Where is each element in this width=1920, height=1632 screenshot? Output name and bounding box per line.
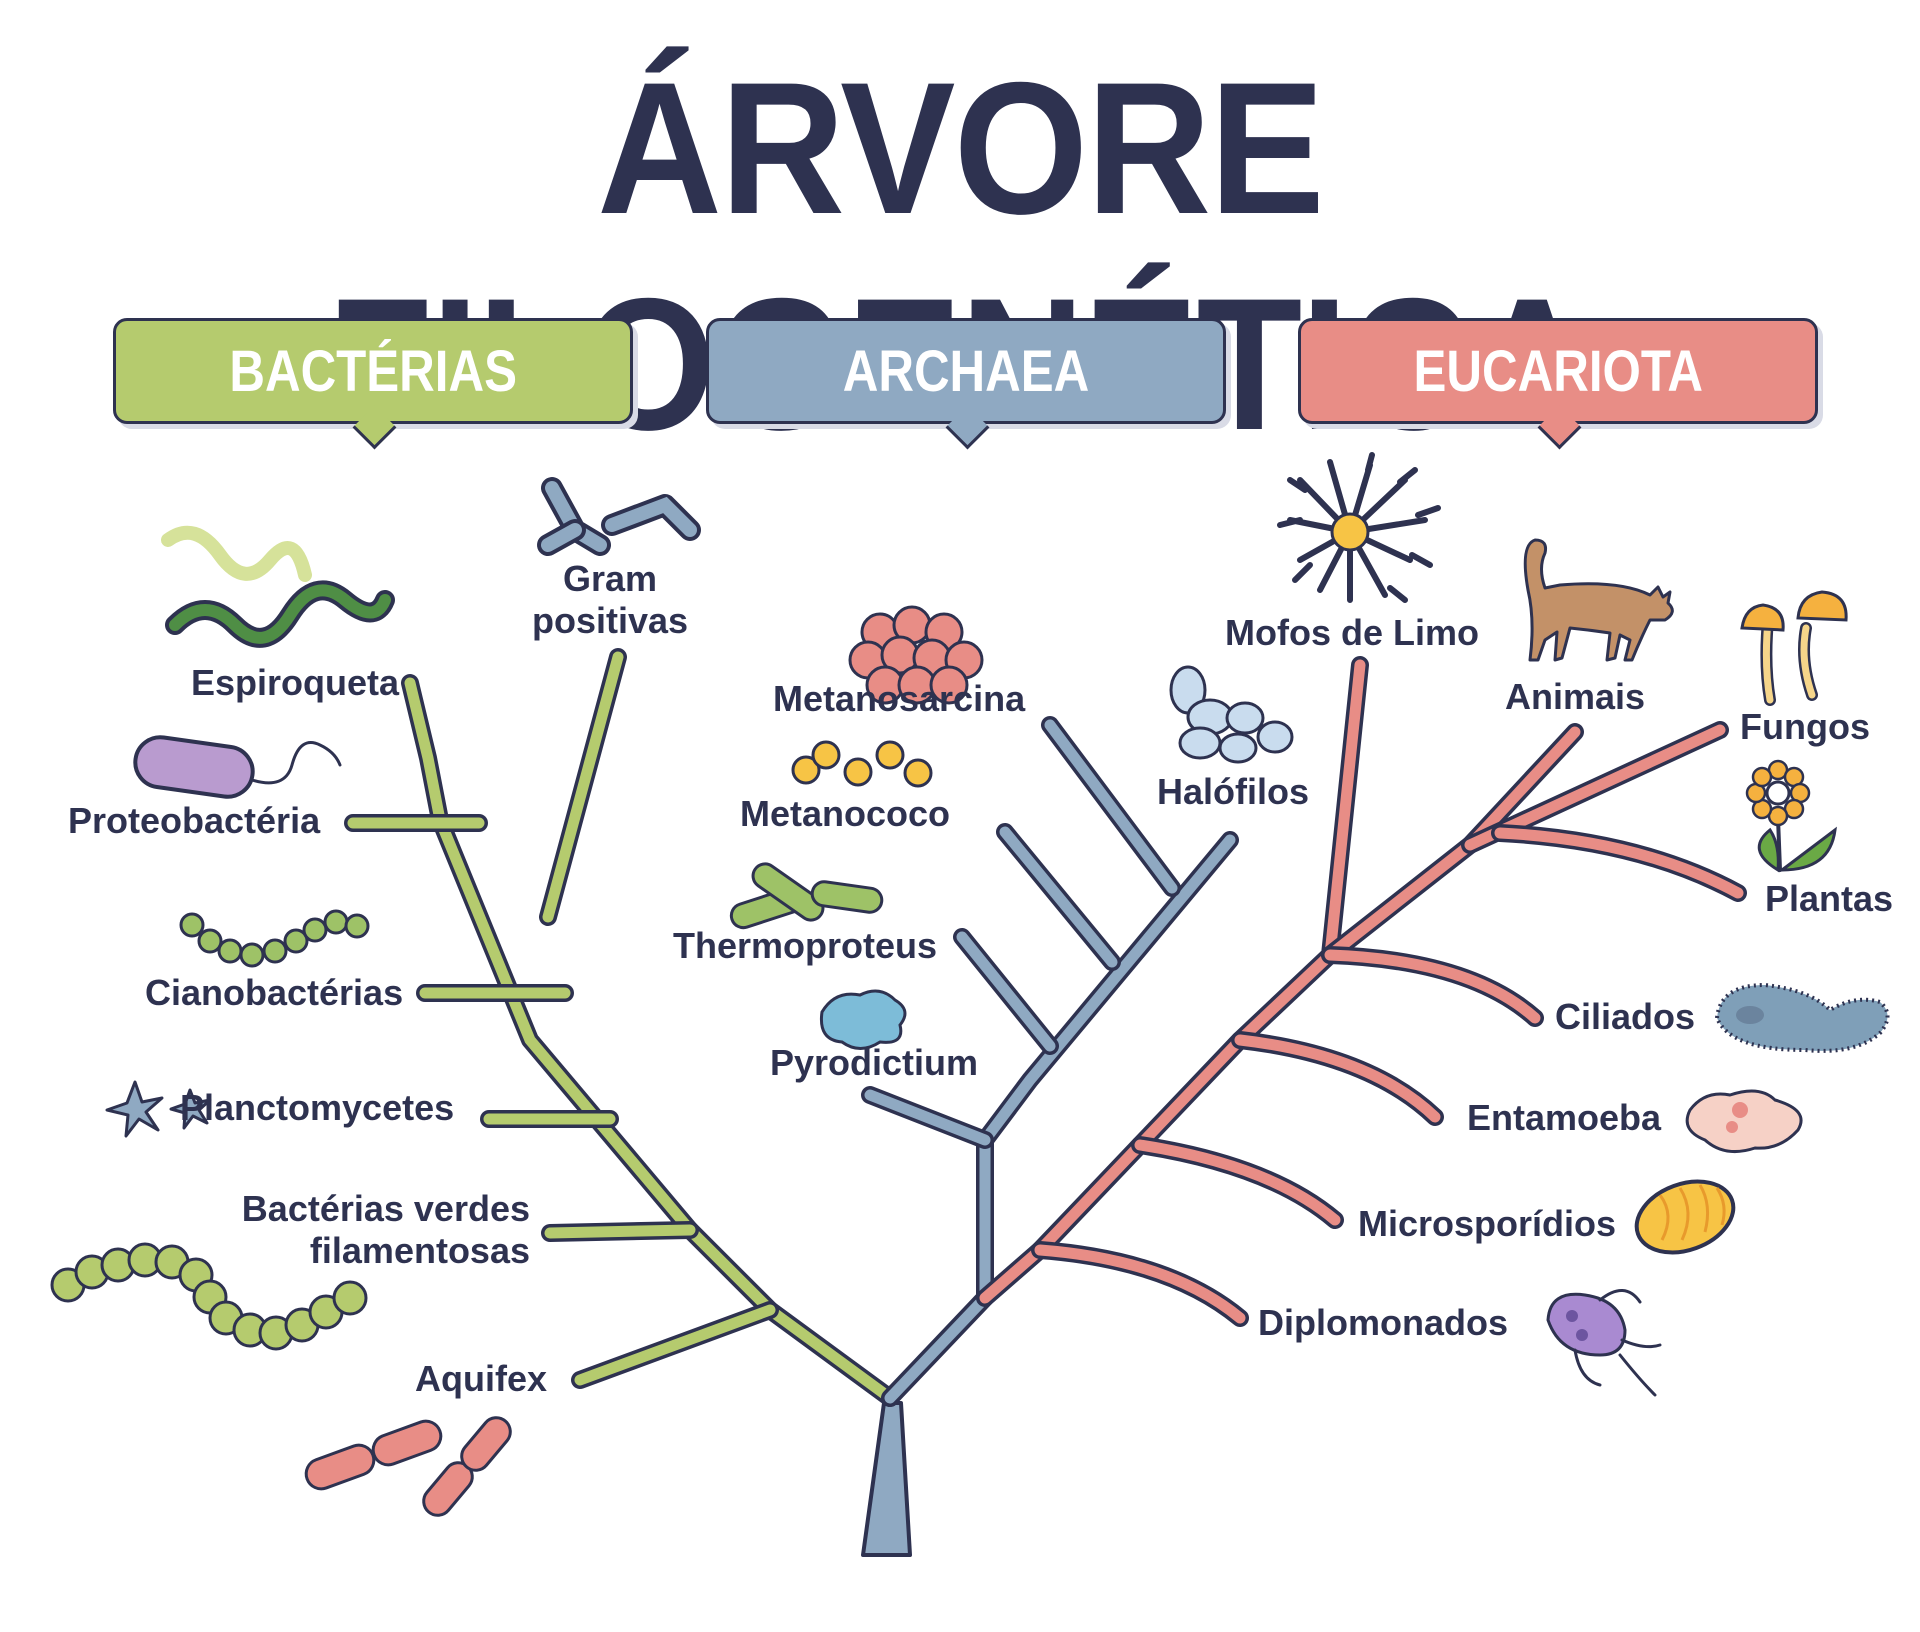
label-microsporidios: Microsporídios bbox=[1358, 1203, 1617, 1244]
microsporidia-icon bbox=[1634, 1179, 1736, 1255]
amoeba-icon bbox=[1685, 1089, 1803, 1154]
label-thermoproteus: Thermoproteus bbox=[673, 925, 938, 966]
label-gram-line1: Gram bbox=[562, 558, 658, 599]
bacteria-branches bbox=[344, 648, 899, 1407]
label-aquifex: Aquifex bbox=[415, 1358, 548, 1399]
methanococcus-icon bbox=[791, 740, 933, 788]
label-gram-positivas: Gram positivas bbox=[520, 558, 700, 642]
halophiles-icon bbox=[1169, 665, 1294, 764]
aquifex-icon bbox=[304, 1416, 512, 1517]
domain-header-archaea: ARCHAEA bbox=[706, 318, 1226, 424]
label-metanococo: Metanococo bbox=[740, 793, 951, 834]
thermoproteus-icon bbox=[729, 862, 884, 930]
label-metanosarcina: Metanosarcina bbox=[773, 678, 1026, 719]
label-planctomycetes: Planctomycetes bbox=[180, 1087, 455, 1128]
label-halofilos: Halófilos bbox=[1157, 771, 1310, 812]
label-proteobacteria: Proteobactéria bbox=[68, 800, 321, 841]
label-animais: Animais bbox=[1505, 676, 1646, 717]
domain-header-eucariota: EUCARIOTA bbox=[1298, 318, 1818, 424]
eukaryota-branches bbox=[976, 656, 1747, 1327]
green-filamentous-icon bbox=[50, 1242, 368, 1351]
slime-mold-icon bbox=[1277, 452, 1441, 603]
diplomonad-icon bbox=[1546, 1289, 1662, 1397]
spirochete-icon bbox=[161, 525, 395, 648]
label-gram-line2: positivas bbox=[531, 600, 689, 641]
methanosarcina-icon bbox=[848, 605, 984, 705]
domain-label-archaea: ARCHAEA bbox=[842, 338, 1090, 404]
ciliate-icon bbox=[1714, 982, 1890, 1053]
label-plantas: Plantas bbox=[1765, 878, 1894, 919]
label-diplomonados: Diplomonados bbox=[1258, 1302, 1508, 1343]
archaea-branches bbox=[861, 716, 1239, 1407]
label-pyrodictium: Pyrodictium bbox=[770, 1042, 979, 1083]
cat-icon bbox=[1523, 538, 1674, 662]
cyanobacteria-icon bbox=[179, 909, 370, 968]
gram-positive-icon bbox=[537, 477, 701, 556]
label-verdes-line2: filamentosas bbox=[309, 1230, 530, 1271]
label-verdes-line1: Bactérias verdes bbox=[241, 1188, 530, 1229]
label-bacterias-verdes: Bactérias verdes filamentosas bbox=[220, 1188, 530, 1272]
planctomycetes-icon bbox=[105, 1080, 212, 1138]
label-fungos: Fungos bbox=[1740, 706, 1870, 747]
label-cianobacterias: Cianobactérias bbox=[145, 972, 404, 1013]
domain-label-eucariota: EUCARIOTA bbox=[1413, 338, 1703, 404]
pyrodictium-icon bbox=[819, 989, 907, 1050]
label-ciliados: Ciliados bbox=[1555, 996, 1696, 1037]
tree-trunk bbox=[861, 1401, 912, 1557]
flower-icon bbox=[1745, 759, 1837, 873]
label-mofos-de-limo: Mofos de Limo bbox=[1225, 612, 1479, 653]
label-entamoeba: Entamoeba bbox=[1467, 1097, 1662, 1138]
label-espiroqueta: Espiroqueta bbox=[190, 662, 400, 703]
domain-label-bacterias: BACTÉRIAS bbox=[229, 338, 517, 404]
domain-header-bacterias: BACTÉRIAS bbox=[113, 318, 633, 424]
proteobacteria-icon bbox=[133, 735, 342, 799]
mushroom-icon bbox=[1740, 590, 1848, 706]
